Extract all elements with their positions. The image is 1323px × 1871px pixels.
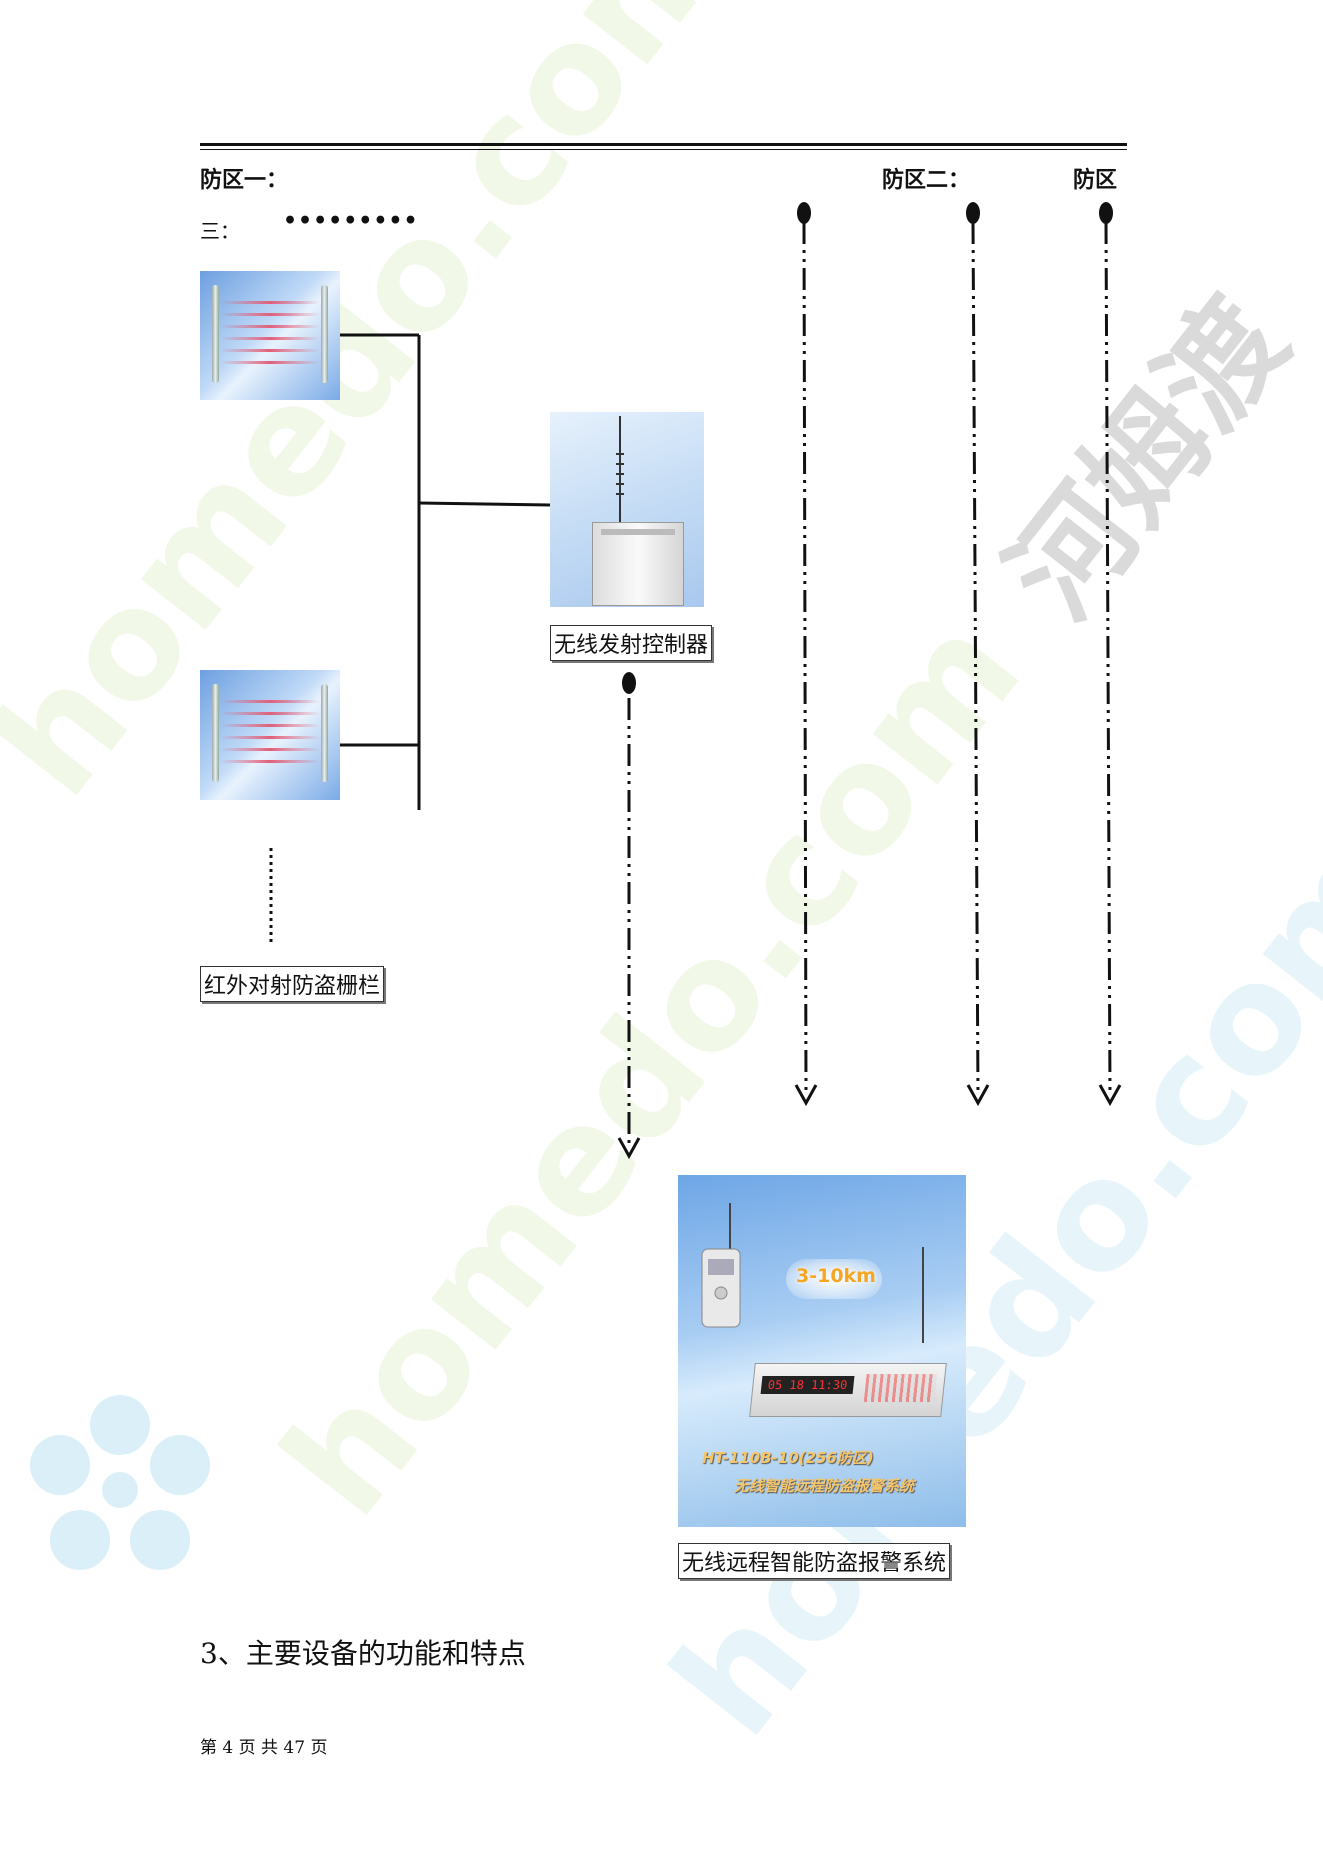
zone-2-label: 防区二： <box>882 167 971 193</box>
infrared-fence-image-1 <box>200 271 340 400</box>
range-badge <box>786 1259 882 1299</box>
more-zones-ellipsis: ••••••••• <box>283 208 419 234</box>
zone-1-label: 防区一： <box>200 167 289 193</box>
alarm-host-unit: 05 18 11:30 <box>749 1363 947 1417</box>
zone-3-label-continued: 三： <box>200 219 240 243</box>
remote-control-icon <box>701 1203 741 1328</box>
diagram-lines <box>269 202 1122 1160</box>
zone-3-label: 防区 <box>1073 167 1118 193</box>
alarm-system-image: 3-10km 05 18 11:30 HT-110B-10(256防区) 无线智… <box>678 1175 966 1527</box>
wireless-controller-image <box>550 412 704 607</box>
header-rule-thin <box>200 149 1127 150</box>
controller-label: 无线发射控制器 <box>550 625 713 661</box>
watermark-flower-icon <box>30 1395 210 1570</box>
page-footer: 第 4 页 共 47 页 <box>200 1738 328 1758</box>
system-caption-text: 无线智能远程防盗报警系统 <box>734 1477 915 1495</box>
fence-label: 红外对射防盗栅栏 <box>200 966 385 1002</box>
infrared-fence-image-2 <box>200 670 340 800</box>
base-antenna-icon <box>922 1247 924 1343</box>
alarm-system-label: 无线远程智能防盗报警系统 <box>678 1543 951 1579</box>
model-text: HT-110B-10(256防区) <box>702 1449 874 1467</box>
range-text: 3-10km <box>796 1265 876 1287</box>
host-display: 05 18 11:30 <box>760 1376 855 1394</box>
antenna-icon <box>616 416 624 529</box>
header-rule-thick <box>200 143 1127 146</box>
section-heading: 3、主要设备的功能和特点 <box>200 1637 526 1670</box>
